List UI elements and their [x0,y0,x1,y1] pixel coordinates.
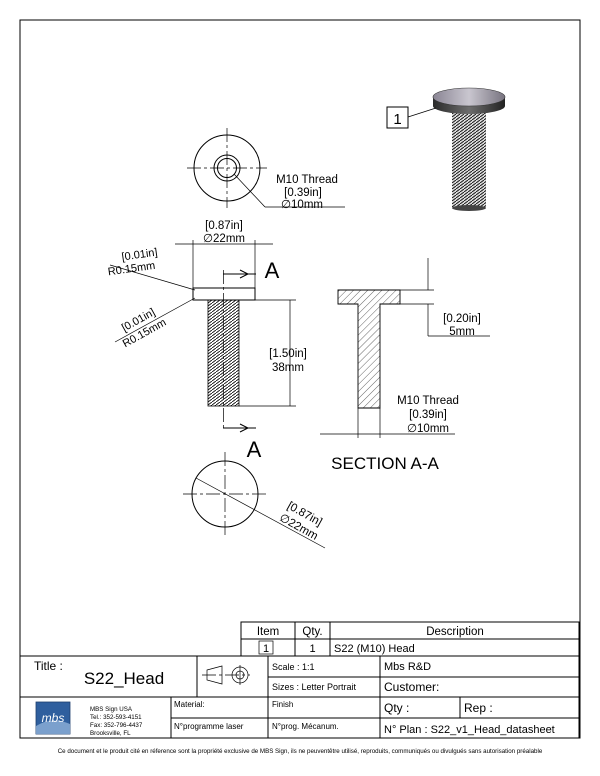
front-view: A A [0.87in] ∅22mm [0.01in] R0.15mm [0.0… [107,220,307,462]
svg-text:1: 1 [263,643,269,655]
svg-text:[0.39in]: [0.39in] [284,187,322,199]
svg-text:[1.50in]: [1.50in] [269,348,307,360]
svg-text:Tel.: 352-593-4151: Tel.: 352-593-4151 [90,714,142,721]
isometric-view [432,87,506,211]
svg-text:mbs: mbs [42,711,65,725]
svg-text:Brooksville, FL: Brooksville, FL [90,730,131,737]
item-balloon: 1 [386,106,437,129]
svg-text:Item: Item [257,626,279,638]
svg-text:[0.20in]: [0.20in] [443,313,481,325]
svg-text:MBS Sign USA: MBS Sign USA [90,706,133,713]
svg-text:[0.01in]: [0.01in] [121,247,158,264]
sheet-border [19,19,581,739]
svg-text:Material:: Material: [174,700,205,709]
svg-text:M10 Thread: M10 Thread [397,395,459,407]
svg-text:Rep :: Rep : [464,701,493,715]
svg-text:S22_Head: S22_Head [84,669,164,688]
svg-text:∅10mm: ∅10mm [407,423,449,435]
svg-text:5mm: 5mm [449,326,475,338]
svg-text:Qty :: Qty : [384,701,409,715]
svg-text:Qty.: Qty. [302,626,322,638]
svg-text:A: A [265,258,280,283]
svg-text:1: 1 [393,111,401,128]
svg-text:[0.87in]: [0.87in] [205,220,243,232]
svg-text:R0.15mm: R0.15mm [107,260,156,279]
svg-text:A: A [247,437,262,462]
svg-text:38mm: 38mm [272,362,304,374]
svg-text:[0.39in]: [0.39in] [409,409,447,421]
svg-text:∅22mm: ∅22mm [203,233,245,245]
svg-text:S22 (M10) Head: S22 (M10) Head [334,643,415,655]
svg-text:N°programme laser: N°programme laser [174,722,244,731]
svg-text:∅10mm: ∅10mm [281,199,323,211]
bom-table: Item Qty. Description 1 1 S22 (M10) Head [240,621,580,657]
svg-text:N° Plan : S22_v1_Head_datashee: N° Plan : S22_v1_Head_datasheet [384,724,555,736]
svg-text:Description: Description [426,626,484,638]
footer-disclaimer: Ce document et le produit cité en réfere… [57,748,543,755]
svg-text:Finish: Finish [272,700,293,709]
svg-text:1: 1 [309,643,315,655]
svg-text:Customer:: Customer: [384,680,439,694]
top-view: M10 Thread [0.39in] ∅10mm [187,128,345,211]
bottom-view: [0.87in] ∅22mm [183,452,326,549]
svg-text:SECTION A-A: SECTION A-A [331,454,439,473]
projection-symbol-icon [202,665,250,685]
svg-text:Scale : 1:1: Scale : 1:1 [272,662,315,672]
svg-text:Fax: 352-796-4437: Fax: 352-796-4437 [90,722,143,729]
mbs-logo: mbs [35,701,71,735]
title-block: Title : S22_Head Scale : 1:1 Sizes : Let… [19,655,580,739]
svg-text:M10 Thread: M10 Thread [276,174,338,186]
svg-text:Sizes : Letter Portrait: Sizes : Letter Portrait [272,682,357,692]
svg-text:N°prog. Mécanum.: N°prog. Mécanum. [272,722,339,731]
svg-text:Mbs R&D: Mbs R&D [384,661,431,673]
svg-text:Title :: Title : [34,659,63,673]
section-view: [0.20in] 5mm M10 Thread [0.39in] ∅10mm S… [320,258,490,473]
